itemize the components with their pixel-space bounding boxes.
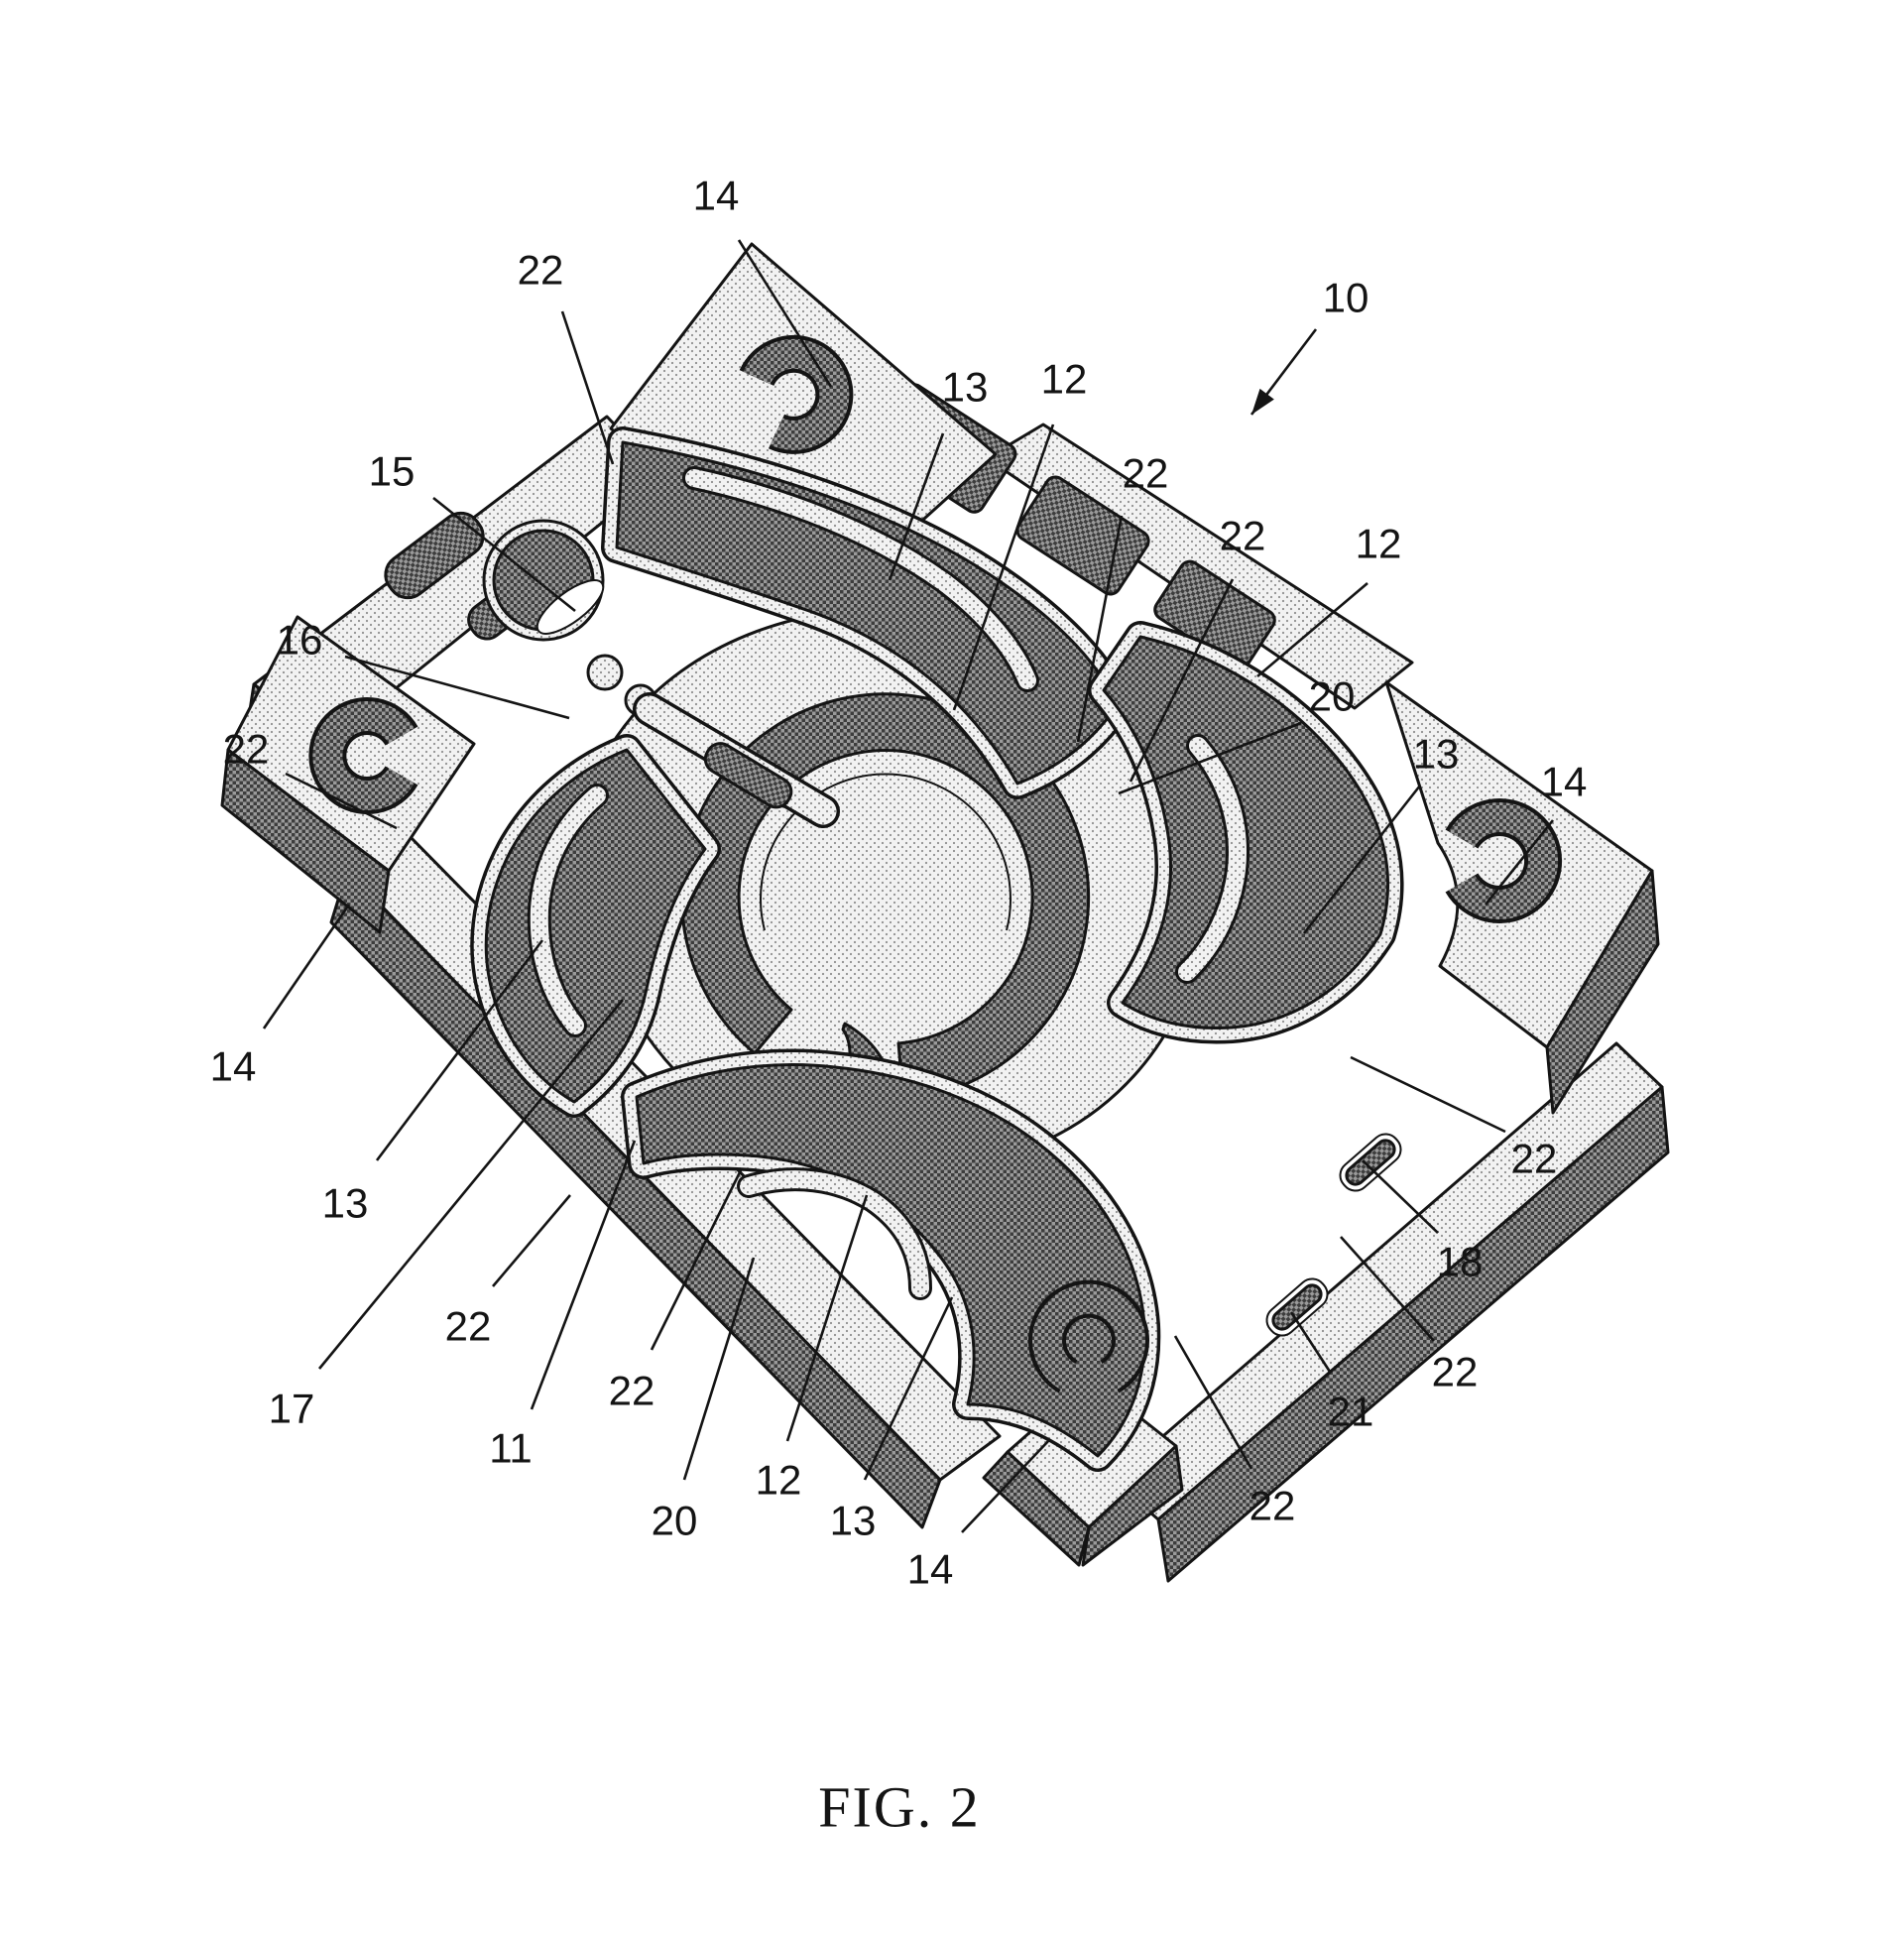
lower-left-rail-front-face bbox=[329, 869, 942, 1529]
bottom-foot-right-face bbox=[1081, 1444, 1184, 1567]
ref-numeral-20: 20 bbox=[652, 1498, 698, 1544]
leader-line-14 bbox=[262, 904, 351, 1029]
ref-numeral-12: 12 bbox=[756, 1457, 802, 1504]
clip-arm-left-groove bbox=[530, 787, 606, 1034]
ref-numeral-18: 18 bbox=[1437, 1239, 1484, 1285]
ref-numeral-21: 21 bbox=[1328, 1389, 1374, 1435]
ref-numeral-17: 17 bbox=[269, 1386, 315, 1432]
leader-line-22 bbox=[492, 1194, 571, 1287]
ref-numeral-16: 16 bbox=[277, 617, 323, 664]
mount-slots-group bbox=[1265, 1133, 1402, 1337]
ref-numeral-22: 22 bbox=[518, 247, 564, 294]
clamp-seats-group bbox=[308, 334, 1563, 1393]
clip-arm-top-groove bbox=[685, 469, 1036, 689]
leader-line-22 bbox=[1129, 578, 1235, 783]
ref-numeral-22: 22 bbox=[1432, 1349, 1479, 1395]
clip-arm-right-groove bbox=[1178, 737, 1247, 981]
ref-numeral-10: 10 bbox=[1323, 275, 1369, 321]
leader-line-12 bbox=[952, 424, 1055, 711]
leader-line-12 bbox=[785, 1194, 869, 1442]
assembly-arrow-head bbox=[1251, 388, 1274, 415]
clamp-seat-bottom bbox=[1032, 1283, 1145, 1390]
reference-labels-layer: 14 22 13 12 22 22 12 15 16 22 20 13 14 14 13 17 22 11 22 20… bbox=[210, 173, 1588, 1593]
ref-numeral-11: 11 bbox=[489, 1425, 533, 1472]
leader-line-13 bbox=[375, 939, 544, 1161]
ref-numeral-22: 22 bbox=[1220, 513, 1266, 559]
leader-line-22 bbox=[1350, 1055, 1506, 1134]
ref-numeral-12: 12 bbox=[1356, 521, 1402, 567]
ref-numeral-22: 22 bbox=[1123, 450, 1169, 497]
clamp-seat-right bbox=[1449, 802, 1559, 919]
rail-slot bbox=[384, 511, 485, 600]
ref-numeral-13: 13 bbox=[942, 364, 989, 411]
leader-line-16 bbox=[344, 655, 570, 720]
leader-line-22 bbox=[1340, 1236, 1435, 1342]
ref-numeral-12: 12 bbox=[1041, 356, 1088, 403]
clamp-seat-top bbox=[743, 338, 850, 450]
ref-numeral-22: 22 bbox=[609, 1368, 655, 1414]
leader-line-18 bbox=[1362, 1159, 1439, 1234]
leader-line-20 bbox=[1118, 721, 1302, 795]
leader-line-11 bbox=[530, 1140, 637, 1410]
leader-line-13 bbox=[863, 1296, 954, 1481]
clamp-seat-left bbox=[312, 701, 415, 810]
leader-line-14 bbox=[1484, 819, 1555, 906]
clip-arm-bottom-groove bbox=[740, 1170, 929, 1297]
mount-slot-18-opening bbox=[1345, 1139, 1396, 1186]
latch-slot bbox=[703, 742, 793, 809]
leader-line-13 bbox=[1302, 785, 1422, 934]
lower-right-rail-front-face bbox=[1156, 1085, 1670, 1583]
leader-line-20 bbox=[682, 1257, 756, 1481]
clip-arms-group bbox=[486, 442, 1387, 1456]
ref-numeral-22: 22 bbox=[445, 1303, 492, 1350]
ref-numeral-13: 13 bbox=[830, 1498, 877, 1544]
ref-numeral-22: 22 bbox=[1511, 1136, 1558, 1182]
leader-line-22 bbox=[1173, 1335, 1253, 1470]
leader-line-12 bbox=[1256, 582, 1368, 677]
leader-line-22 bbox=[650, 1167, 744, 1351]
leader-line-14 bbox=[961, 1439, 1050, 1533]
mount-slot-21-opening bbox=[1271, 1283, 1323, 1331]
ref-numeral-14: 14 bbox=[907, 1546, 954, 1593]
leader-line-22 bbox=[285, 772, 398, 830]
leader-line-17 bbox=[317, 999, 625, 1370]
leader-line-14 bbox=[737, 239, 833, 388]
right-corner-block bbox=[1384, 680, 1654, 1049]
ref-numeral-15: 15 bbox=[369, 448, 416, 495]
leader-line-15 bbox=[432, 496, 576, 613]
ref-numeral-13: 13 bbox=[1413, 731, 1460, 778]
leader-line-21 bbox=[1289, 1311, 1332, 1373]
lower-right-rail bbox=[1111, 1041, 1664, 1521]
leader-line-22 bbox=[1076, 515, 1124, 743]
ref-numeral-14: 14 bbox=[210, 1043, 257, 1090]
leader-line-13 bbox=[888, 432, 945, 581]
ref-numeral-22: 22 bbox=[1250, 1483, 1296, 1529]
figure-caption: FIG. 2 bbox=[818, 1774, 981, 1840]
right-corner-block-front bbox=[1545, 869, 1660, 1115]
left-corner-block-front bbox=[220, 748, 391, 934]
ref-numeral-13: 13 bbox=[322, 1180, 369, 1227]
spacer-pad bbox=[1015, 475, 1150, 596]
pin-16 bbox=[586, 654, 624, 691]
leader-line-22 bbox=[560, 310, 615, 465]
ref-numeral-14: 14 bbox=[1541, 759, 1588, 805]
ref-numeral-22: 22 bbox=[223, 726, 270, 773]
ref-numeral-20: 20 bbox=[1309, 673, 1356, 720]
hub-inner-arc bbox=[760, 773, 1012, 931]
ref-numeral-14: 14 bbox=[693, 173, 740, 219]
